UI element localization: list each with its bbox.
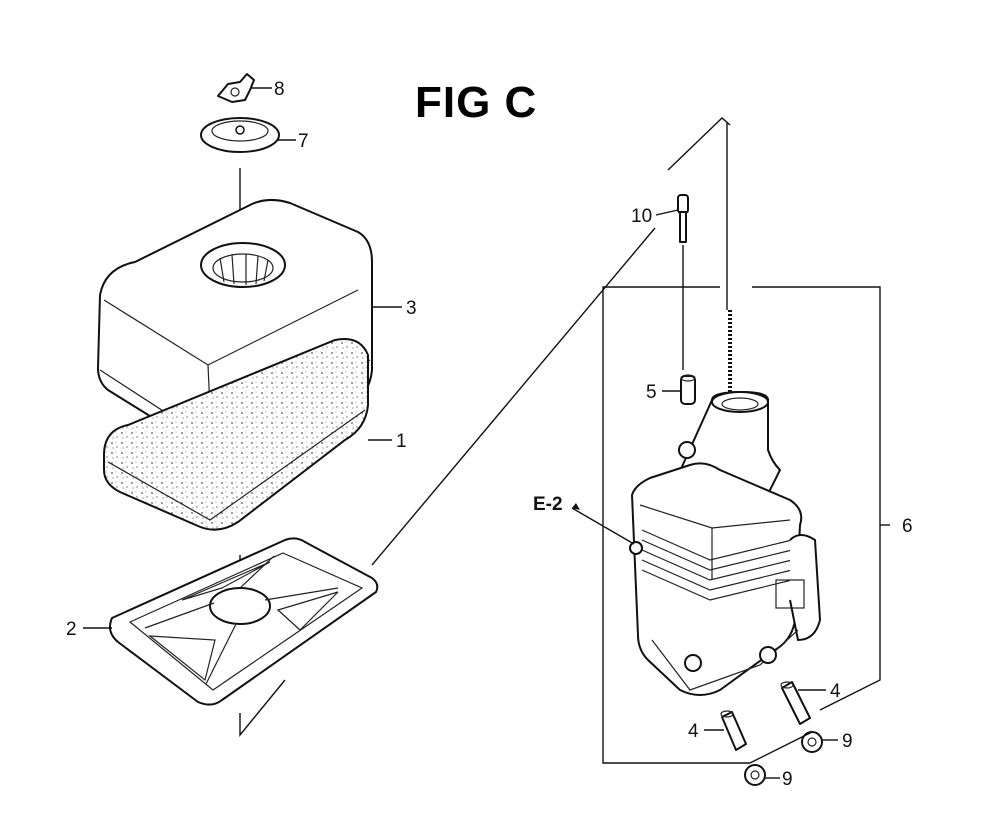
part-9-nut-right (801, 731, 823, 753)
callout-9-right: 9 (842, 731, 853, 752)
callout-4-right: 4 (830, 681, 841, 702)
figure-title: FIG C (415, 78, 538, 127)
part-1-foam-element (103, 338, 369, 531)
part-4-stud-left (720, 710, 747, 751)
callout-5: 5 (646, 382, 657, 403)
fig-c-break-left (239, 679, 286, 737)
leader-e2 (571, 507, 635, 545)
part-7-cover-cap (200, 117, 280, 153)
part-6-group-bracket (602, 286, 881, 764)
callout-6: 6 (902, 516, 913, 537)
connector-top (667, 117, 731, 171)
part-6-air-cleaner-case (629, 391, 821, 696)
part-5-collar (680, 374, 696, 405)
connector-diagonal (371, 227, 656, 566)
callout-4-left: 4 (688, 721, 699, 742)
part-10-bolt (677, 194, 689, 370)
part-4-stud-right (780, 681, 811, 725)
callout-10: 10 (631, 206, 652, 227)
callout-e2-reference: E-2 (533, 494, 563, 515)
callout-3: 3 (406, 298, 417, 319)
callout-2: 2 (66, 619, 77, 640)
part-2-element-base (109, 537, 379, 706)
callout-9-left: 9 (782, 769, 793, 790)
leader-nut-link (749, 731, 813, 764)
callout-7: 7 (298, 131, 309, 152)
part-8-wing-nut (217, 73, 255, 103)
callout-8: 8 (274, 79, 285, 100)
part-9-nut-left (744, 764, 766, 786)
callout-1: 1 (396, 431, 407, 452)
leader-10 (655, 209, 679, 216)
